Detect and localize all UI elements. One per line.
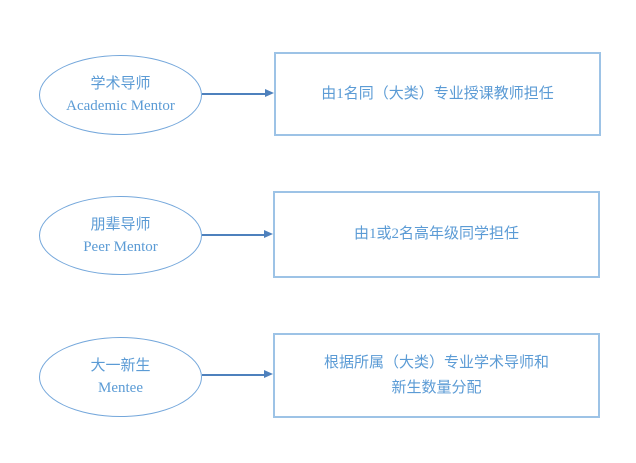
- arrowhead-icon: [264, 370, 273, 379]
- box-academic-mentor-description: 由1名同（大类）专业授课教师担任: [274, 52, 601, 136]
- box-peer-mentor-description: 由1或2名高年级同学担任: [273, 191, 600, 278]
- box-mentee-description: 根据所属（大类）专业学术导师和 新生数量分配: [273, 333, 600, 418]
- connector-line-mentee: [202, 374, 266, 376]
- arrowhead-icon: [264, 230, 273, 239]
- ellipse-peer-mentor-label: 朋辈导师 Peer Mentor: [83, 216, 158, 255]
- ellipse-mentee-label: 大一新生 Mentee: [90, 358, 151, 396]
- box-mentee-label: 根据所属（大类）专业学术导师和 新生数量分配: [323, 354, 549, 396]
- box-academic-mentor-label: 由1名同（大类）专业授课教师担任: [321, 85, 554, 102]
- ellipse-peer-mentor: 朋辈导师 Peer Mentor: [39, 196, 202, 275]
- ellipse-mentee: 大一新生 Mentee: [39, 337, 202, 417]
- ellipse-academic-mentor: 学术导师 Academic Mentor: [39, 55, 202, 135]
- connector-line-academic: [202, 93, 266, 95]
- arrowhead-icon: [265, 89, 274, 98]
- connector-line-peer: [202, 234, 266, 236]
- box-peer-mentor-label: 由1或2名高年级同学担任: [353, 226, 519, 242]
- ellipse-academic-mentor-label: 学术导师 Academic Mentor: [66, 76, 175, 114]
